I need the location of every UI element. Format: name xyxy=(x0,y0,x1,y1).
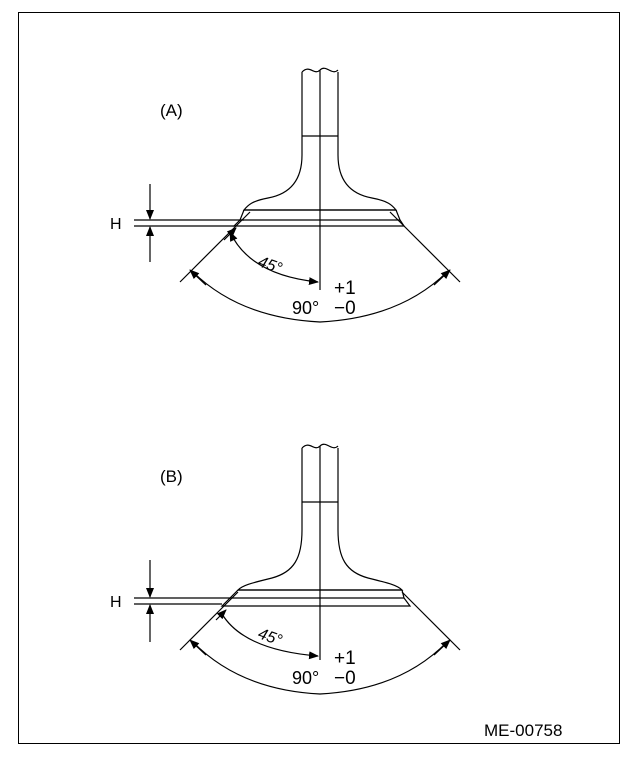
tolerance-upper-b: +1 xyxy=(334,648,356,669)
view-label-a: (A) xyxy=(160,101,183,120)
arc-45-b xyxy=(221,613,319,660)
face-angle-label-a: 90° xyxy=(292,298,319,318)
valve-view-a xyxy=(134,67,461,323)
figure-frame xyxy=(18,12,620,744)
seat-line-left-b xyxy=(179,591,239,651)
seat-line-right-a xyxy=(389,211,461,283)
h-label-b: H xyxy=(110,594,122,611)
seat-angle-label-b: 45° xyxy=(256,625,285,649)
arc-90-a xyxy=(192,271,448,323)
valve-margin-b xyxy=(220,589,412,607)
tolerance-lower-a: −0 xyxy=(334,298,356,319)
h-label-a: H xyxy=(110,216,122,233)
valve-view-b xyxy=(134,443,461,695)
seat-line-right-b xyxy=(401,591,461,651)
face-angle-label-b: 90° xyxy=(292,668,319,688)
valve-margin-a xyxy=(232,209,406,227)
figure-id: ME-00758 xyxy=(484,721,562,740)
tolerance-lower-b: −0 xyxy=(334,668,356,689)
arc-90-b xyxy=(192,641,448,695)
view-label-b: (B) xyxy=(160,467,183,486)
tolerance-upper-a: +1 xyxy=(334,278,356,299)
